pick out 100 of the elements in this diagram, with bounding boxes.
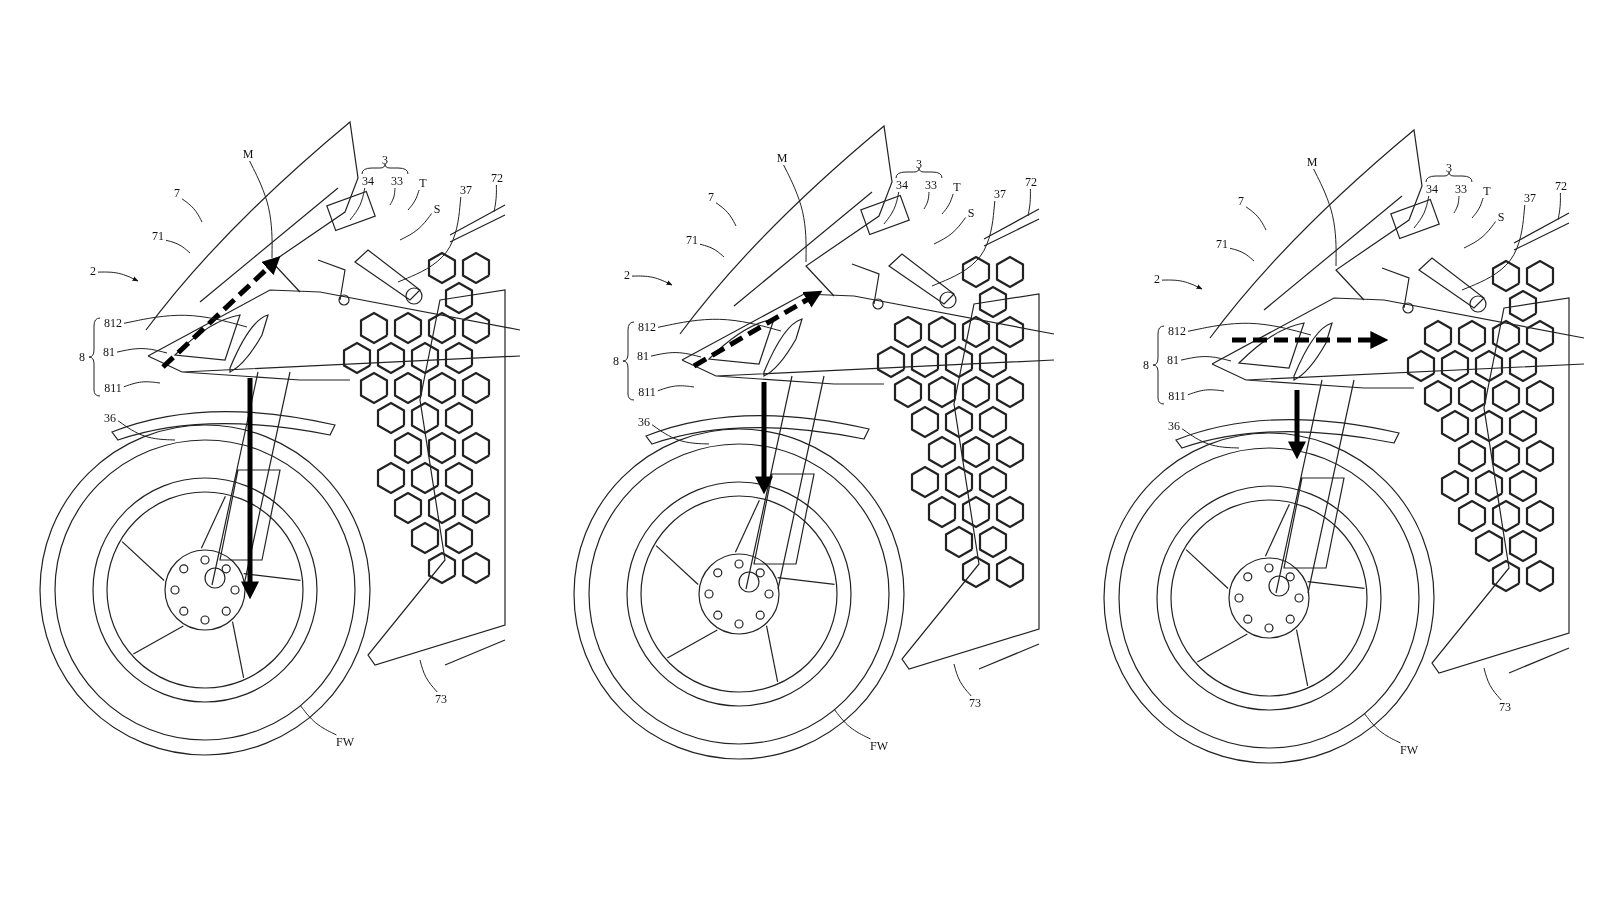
leader-line bbox=[397, 196, 462, 283]
leader-line bbox=[651, 424, 710, 445]
leader-line bbox=[715, 202, 737, 227]
leader-arrow bbox=[97, 271, 139, 282]
leader-arrow bbox=[631, 275, 673, 286]
leader-line bbox=[419, 659, 438, 693]
callout-number: 71 bbox=[685, 234, 699, 246]
callout-number: 812 bbox=[637, 321, 657, 333]
callout-number: 7 bbox=[707, 191, 715, 203]
leader-line bbox=[493, 184, 497, 213]
callout-number: M bbox=[241, 148, 255, 160]
leader-line bbox=[1413, 195, 1430, 229]
leader-line bbox=[116, 348, 168, 354]
callout-number: 81 bbox=[1166, 354, 1180, 366]
leader-line bbox=[1363, 712, 1401, 744]
leader-line bbox=[1313, 168, 1337, 267]
leader-line bbox=[1180, 356, 1232, 362]
leader-line bbox=[953, 663, 972, 697]
leader-line bbox=[1557, 192, 1561, 221]
callout-number: 2 bbox=[89, 265, 97, 277]
callout-number: 2 bbox=[623, 269, 631, 281]
callout-number: 81 bbox=[636, 350, 650, 362]
leader-line bbox=[1453, 195, 1460, 214]
callout-number: 33 bbox=[924, 179, 938, 191]
callout-number: 811 bbox=[1167, 390, 1187, 402]
callout-number: FW bbox=[1399, 744, 1419, 756]
leader-line bbox=[931, 200, 996, 287]
callout-number: 812 bbox=[1167, 325, 1187, 337]
leader-line bbox=[1461, 204, 1526, 291]
callout-number: 812 bbox=[103, 317, 123, 329]
callout-number: 34 bbox=[895, 179, 909, 191]
callout-number: 71 bbox=[151, 230, 165, 242]
callout-number: T bbox=[418, 177, 428, 189]
leader-line bbox=[657, 318, 782, 332]
callout-number: 72 bbox=[1554, 180, 1568, 192]
leader-line bbox=[399, 213, 433, 241]
leader-line bbox=[883, 191, 900, 225]
callout-number: 37 bbox=[1523, 192, 1537, 204]
leader-line bbox=[117, 420, 176, 441]
leader-line bbox=[650, 352, 702, 358]
leader-line bbox=[1245, 206, 1267, 231]
leader-line bbox=[181, 198, 203, 223]
leader-line bbox=[941, 193, 954, 215]
callout-number: 72 bbox=[490, 172, 504, 184]
leader-line bbox=[299, 704, 337, 736]
leader-line bbox=[1229, 247, 1255, 262]
leader-line bbox=[1471, 197, 1484, 219]
callout-number: S bbox=[966, 207, 976, 219]
leader-line bbox=[389, 187, 396, 206]
callout-number: FW bbox=[335, 736, 355, 748]
callout-number: 811 bbox=[637, 386, 657, 398]
callout-number: 73 bbox=[1498, 701, 1512, 713]
callout-number: 7 bbox=[173, 187, 181, 199]
leader-line bbox=[1027, 188, 1031, 217]
callout-number: 3 bbox=[915, 158, 923, 170]
callout-number: 8 bbox=[612, 355, 620, 367]
leader-line bbox=[1483, 667, 1502, 701]
leader-arrow bbox=[1161, 279, 1203, 290]
callout-number: S bbox=[1496, 211, 1506, 223]
callout-number: 73 bbox=[968, 697, 982, 709]
callout-number: 7 bbox=[1237, 195, 1245, 207]
callout-number: 34 bbox=[361, 175, 375, 187]
leader-line bbox=[349, 187, 366, 221]
callout-number: 8 bbox=[1142, 359, 1150, 371]
callout-number: 36 bbox=[637, 416, 651, 428]
callout-number: 36 bbox=[1167, 420, 1181, 432]
leader-line bbox=[1463, 221, 1497, 249]
leader-line bbox=[123, 314, 248, 328]
leader-line bbox=[923, 191, 930, 210]
leader-line bbox=[249, 160, 273, 259]
callout-number: 2 bbox=[1153, 273, 1161, 285]
leader-line bbox=[933, 217, 967, 245]
callout-number: 73 bbox=[434, 693, 448, 705]
callout-number: 8 bbox=[78, 351, 86, 363]
callout-number: 72 bbox=[1024, 176, 1038, 188]
callout-number: 37 bbox=[459, 184, 473, 196]
callout-number: T bbox=[952, 181, 962, 193]
leader-line bbox=[123, 381, 161, 388]
callout-number: 36 bbox=[103, 412, 117, 424]
callout-number: 33 bbox=[390, 175, 404, 187]
callout-number: 33 bbox=[1454, 183, 1468, 195]
leader-line bbox=[1187, 389, 1225, 396]
callout-number: FW bbox=[869, 740, 889, 752]
callout-number: 37 bbox=[993, 188, 1007, 200]
callout-number: S bbox=[432, 203, 442, 215]
leader-line bbox=[1187, 322, 1312, 336]
callout-number: 71 bbox=[1215, 238, 1229, 250]
callout-number: M bbox=[1305, 156, 1319, 168]
leader-line bbox=[165, 239, 191, 254]
callout-number: 81 bbox=[102, 346, 116, 358]
callout-number: 34 bbox=[1425, 183, 1439, 195]
leader-line bbox=[699, 243, 725, 258]
callout-number: 3 bbox=[1445, 162, 1453, 174]
callout-number: T bbox=[1482, 185, 1492, 197]
leader-line bbox=[1181, 428, 1240, 449]
callout-number: M bbox=[775, 152, 789, 164]
leader-line bbox=[833, 708, 871, 740]
leader-line bbox=[407, 189, 420, 211]
callout-number: 811 bbox=[103, 382, 123, 394]
leader-line bbox=[657, 385, 695, 392]
